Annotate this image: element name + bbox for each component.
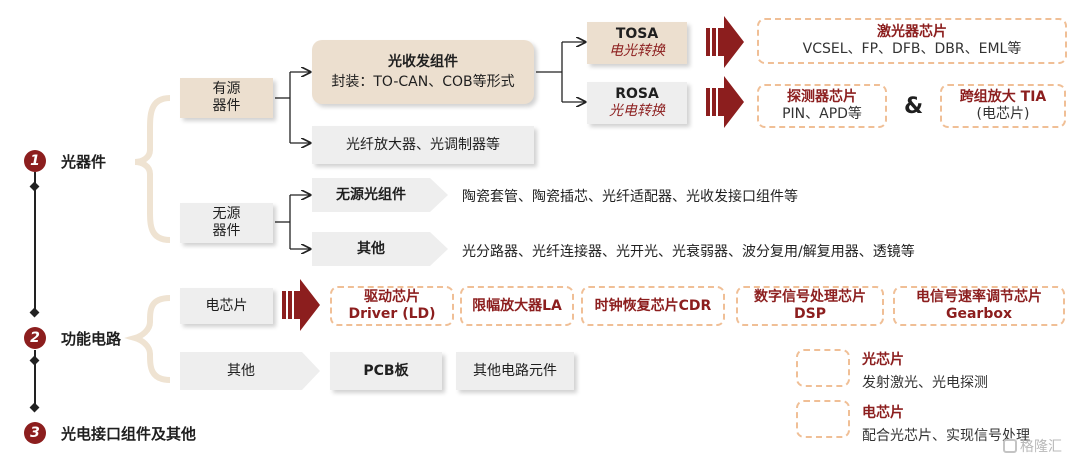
rosa-title: ROSA	[615, 86, 659, 102]
active-device-box: 有源 器件	[180, 78, 273, 118]
passive-others-label: 其他	[312, 232, 448, 266]
pcb-box: PCB板	[330, 352, 442, 390]
legend-elec-chip-desc: 配合光芯片、实现信号处理	[862, 428, 1030, 444]
watermark-logo-icon	[1003, 439, 1017, 453]
transceiver-detail: 封装：TO-CAN、COB等形式	[331, 73, 515, 90]
legend-elec-chip-title: 电芯片	[862, 405, 904, 421]
item-label-interface-components: 光电接口组件及其他	[61, 425, 197, 443]
chip-gearbox: 电信号速率调节芯片 Gearbox	[893, 286, 1065, 326]
ampersand: &	[904, 94, 924, 119]
chip-driver-sub: Driver (LD)	[348, 306, 436, 322]
timeline-diamond	[29, 307, 40, 318]
tosa-box: TOSA 电光转换	[587, 22, 687, 64]
watermark-text: 格隆汇	[1020, 439, 1062, 455]
fiber-amplifier-box: 光纤放大器、光调制器等	[312, 126, 534, 164]
tia-chip-sub: (电芯片)	[976, 106, 1030, 122]
legend-optical-chip-desc: 发射激光、光电探测	[862, 375, 988, 391]
brace-circuit	[124, 295, 171, 383]
laser-chip-types: VCSEL、FP、DFB、DBR、EML等	[802, 41, 1022, 57]
legend-optical-chip: 光芯片 发射激光、光电探测	[862, 349, 988, 392]
chip-dsp-name: 数字信号处理芯片	[754, 289, 866, 305]
active-device-line2: 器件	[212, 98, 241, 114]
chip-driver: 驱动芯片 Driver (LD)	[330, 286, 454, 326]
passive-device-line2: 器件	[212, 223, 241, 239]
detector-chip-box: 探测器芯片 PIN、APD等	[757, 84, 887, 128]
chip-gearbox-sub: Gearbox	[945, 306, 1012, 322]
chip-dsp-sub: DSP	[794, 306, 826, 322]
chip-cdr: 时钟恢复芯片CDR	[581, 286, 725, 326]
transceiver-box: 光收发组件 封装：TO-CAN、COB等形式	[312, 40, 534, 104]
legend-elec-chip: 电芯片 配合光芯片、实现信号处理	[862, 402, 1030, 445]
big-arrow-rosa	[706, 76, 744, 128]
passive-module-desc: 陶瓷套管、陶瓷插芯、光纤适配器、光收发接口组件等	[462, 189, 798, 205]
transceiver-title: 光收发组件	[388, 53, 458, 70]
detector-chip-title: 探测器芯片	[787, 89, 857, 105]
chip-cdr-name: 时钟恢复芯片CDR	[594, 297, 712, 314]
tia-chip-box: 跨组放大 TIA (电芯片)	[940, 84, 1066, 128]
other-circuit-label: 其他	[180, 352, 320, 390]
rosa-subtitle: 光电转换	[609, 103, 665, 119]
elec-chip-box: 电芯片	[180, 288, 273, 324]
big-arrow-tosa	[706, 16, 744, 68]
laser-chip-box: 激光器芯片 VCSEL、FP、DFB、DBR、EML等	[757, 18, 1067, 64]
other-components-box: 其他电路元件	[456, 352, 574, 390]
timeline-diamond	[29, 355, 40, 366]
chip-dsp: 数字信号处理芯片 DSP	[736, 286, 884, 326]
item-number-1: 1	[24, 150, 46, 172]
legend-swatch-elec-chip	[796, 400, 850, 438]
detector-chip-types: PIN、APD等	[782, 106, 862, 122]
timeline-diamond	[29, 402, 40, 413]
passive-others-desc: 光分路器、光纤连接器、光开光、光衰弱器、波分复用/解复用器、透镜等	[462, 244, 915, 260]
legend-swatch-optical-chip	[796, 349, 850, 387]
brace-optical	[134, 95, 171, 243]
item-number-2: 2	[24, 327, 46, 349]
passive-module-label: 无源光组件	[312, 178, 448, 212]
passive-device-line1: 无源	[212, 206, 241, 222]
watermark: 格隆汇	[1003, 436, 1062, 456]
tosa-title: TOSA	[615, 26, 659, 42]
rosa-box: ROSA 光电转换	[587, 82, 687, 124]
laser-chip-title: 激光器芯片	[877, 24, 947, 40]
chip-limiting-amp-name: 限幅放大器LA	[472, 297, 562, 314]
chip-limiting-amp: 限幅放大器LA	[460, 286, 574, 326]
item-number-3: 3	[24, 422, 46, 444]
tia-chip-title: 跨组放大 TIA	[959, 89, 1047, 105]
chip-gearbox-name: 电信号速率调节芯片	[916, 289, 1042, 305]
passive-device-box: 无源 器件	[180, 203, 273, 243]
active-device-line1: 有源	[212, 81, 241, 97]
big-arrow-elec	[282, 279, 320, 331]
item-label-function-circuit: 功能电路	[61, 330, 122, 348]
chip-driver-name: 驱动芯片	[364, 289, 420, 305]
timeline-diamond	[29, 181, 40, 192]
legend-optical-chip-title: 光芯片	[862, 352, 904, 368]
item-label-optical-devices: 光器件	[61, 153, 107, 171]
tosa-subtitle: 电光转换	[609, 43, 665, 59]
